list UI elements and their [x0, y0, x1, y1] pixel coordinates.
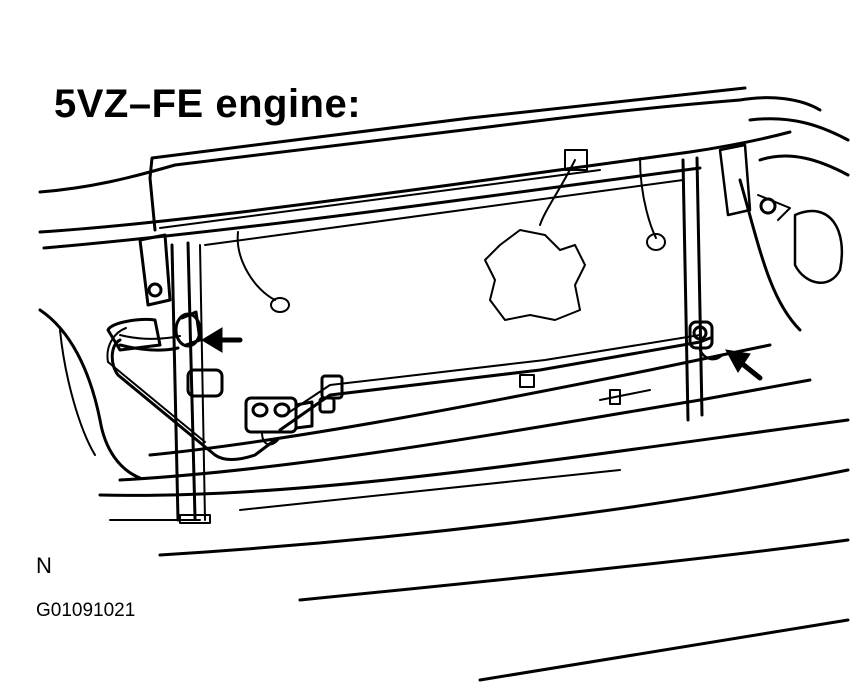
orientation-mark: N — [36, 553, 52, 578]
body-panels — [38, 96, 850, 480]
lower-support-beam — [98, 343, 850, 682]
junction-block — [244, 374, 344, 446]
figure-code: G01091021 — [36, 600, 136, 621]
hanging-wires — [236, 149, 666, 321]
upper-support-beam — [38, 86, 792, 250]
left-connection-arrow — [201, 327, 243, 353]
left-hose-joint — [106, 310, 224, 398]
right-hose-joint — [519, 320, 724, 405]
right-connection-arrow — [725, 349, 763, 381]
diagram-heading: 5VZ–FE engine: — [54, 82, 362, 126]
upper-brackets — [138, 143, 791, 307]
